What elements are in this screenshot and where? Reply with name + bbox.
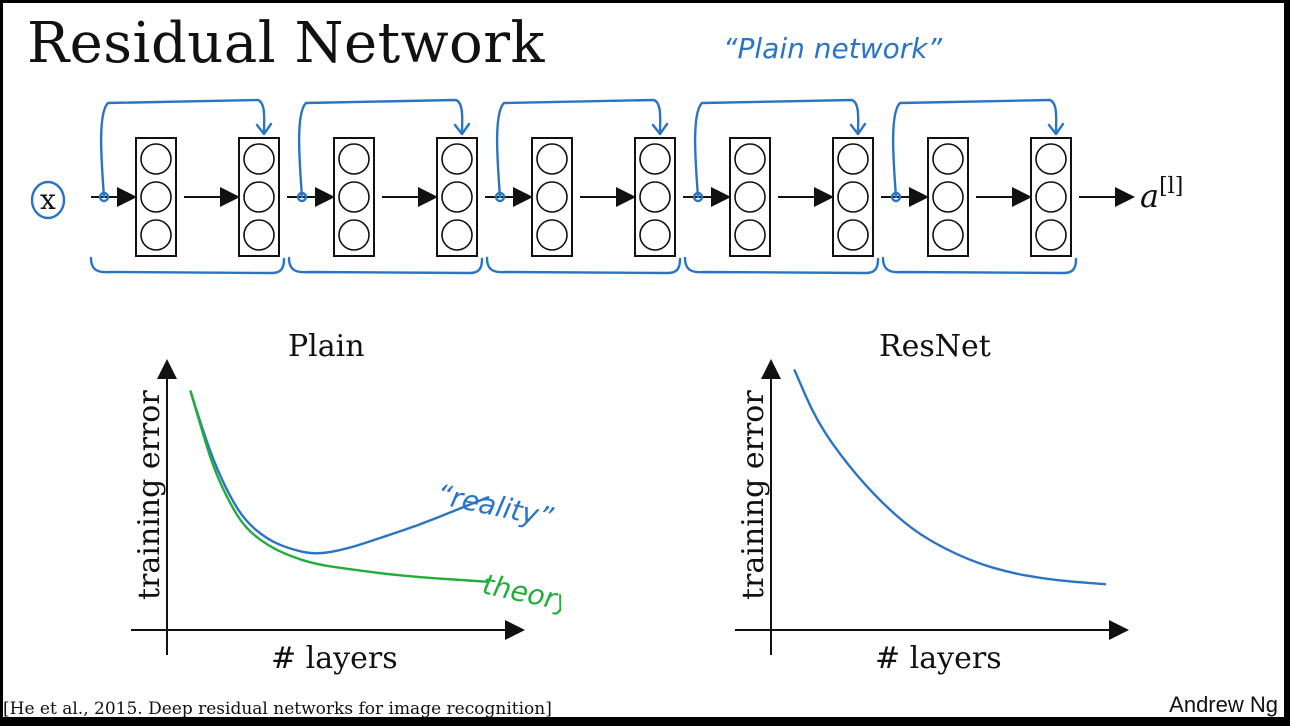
skip-node bbox=[692, 191, 704, 203]
input-circle bbox=[30, 180, 66, 220]
neuron bbox=[140, 181, 172, 213]
plain-series-label-reality: “reality” bbox=[434, 478, 557, 535]
slide-title: Residual Network bbox=[27, 11, 545, 76]
neuron bbox=[639, 219, 671, 251]
resnet-chart-title: ResNet bbox=[879, 329, 991, 364]
skip-arrowhead bbox=[849, 122, 867, 136]
neuron bbox=[932, 143, 964, 175]
neuron bbox=[536, 181, 568, 213]
resnet-series-line-0 bbox=[793, 369, 1107, 586]
neuron bbox=[639, 143, 671, 175]
skip-node bbox=[890, 191, 902, 203]
plain-network-annotation: “Plain network” bbox=[723, 32, 942, 65]
neuron bbox=[243, 219, 275, 251]
skip-node bbox=[98, 191, 110, 203]
resnet-ylabel: training error bbox=[736, 390, 771, 600]
output-label: a[l] bbox=[1140, 174, 1183, 215]
plain-xlabel: # layers bbox=[271, 641, 398, 675]
neuron bbox=[639, 181, 671, 213]
neuron bbox=[338, 181, 370, 213]
neuron bbox=[243, 143, 275, 175]
neuron bbox=[243, 181, 275, 213]
resnet-chart: training error # layers bbox=[735, 359, 1129, 675]
neuron bbox=[140, 219, 172, 251]
residual-network-diagram: x a[l] “Plain network” bbox=[30, 32, 1183, 275]
plain-ylabel: training error bbox=[132, 390, 167, 600]
residual-block-bracket bbox=[485, 256, 682, 275]
skip-connection bbox=[99, 98, 266, 199]
neuron bbox=[837, 143, 869, 175]
neuron bbox=[441, 143, 473, 175]
skip-connection bbox=[495, 98, 662, 199]
neuron bbox=[734, 219, 766, 251]
author-credit: Andrew Ng bbox=[1169, 692, 1278, 717]
skip-node bbox=[494, 191, 506, 203]
plain-chart: training error # layers “reality” theory bbox=[131, 359, 561, 675]
output-symbol: a bbox=[1140, 177, 1159, 215]
neuron bbox=[1035, 219, 1067, 251]
citation: [He et al., 2015. Deep residual networks… bbox=[3, 699, 552, 719]
neuron bbox=[140, 143, 172, 175]
citation-bar: [He et al., 2015. Deep residual networks… bbox=[3, 695, 1284, 723]
skip-arrowhead bbox=[1047, 122, 1065, 136]
neuron bbox=[932, 219, 964, 251]
neuron bbox=[441, 219, 473, 251]
neuron bbox=[338, 219, 370, 251]
neuron bbox=[837, 181, 869, 213]
neuron bbox=[536, 219, 568, 251]
skip-arrowhead bbox=[255, 122, 273, 136]
residual-block-bracket bbox=[89, 256, 286, 275]
resnet-xlabel: # layers bbox=[875, 641, 1002, 675]
skip-arrowhead bbox=[453, 122, 471, 136]
neuron bbox=[1035, 143, 1067, 175]
neuron bbox=[932, 181, 964, 213]
neuron bbox=[734, 143, 766, 175]
skip-connection bbox=[297, 98, 464, 199]
neuron bbox=[1035, 181, 1067, 213]
neuron bbox=[837, 219, 869, 251]
residual-block-bracket bbox=[683, 256, 880, 275]
residual-block-bracket bbox=[881, 256, 1078, 275]
plain-series-line-1 bbox=[189, 390, 490, 583]
plain-series-line-0 bbox=[189, 390, 490, 555]
neuron bbox=[734, 181, 766, 213]
skip-arrowhead bbox=[651, 122, 669, 136]
residual-block-bracket bbox=[287, 256, 484, 275]
plain-series-label-theory: theory bbox=[480, 568, 561, 619]
plain-chart-title: Plain bbox=[288, 329, 365, 364]
neuron bbox=[536, 143, 568, 175]
output-superscript: [l] bbox=[1159, 174, 1183, 199]
skip-connection bbox=[891, 98, 1058, 199]
slide: Residual Network x a[l] “Plain network” … bbox=[3, 3, 1284, 717]
skip-node bbox=[296, 191, 308, 203]
neuron bbox=[441, 181, 473, 213]
skip-connection bbox=[693, 98, 860, 199]
neuron bbox=[338, 143, 370, 175]
input-label: x bbox=[40, 183, 56, 216]
